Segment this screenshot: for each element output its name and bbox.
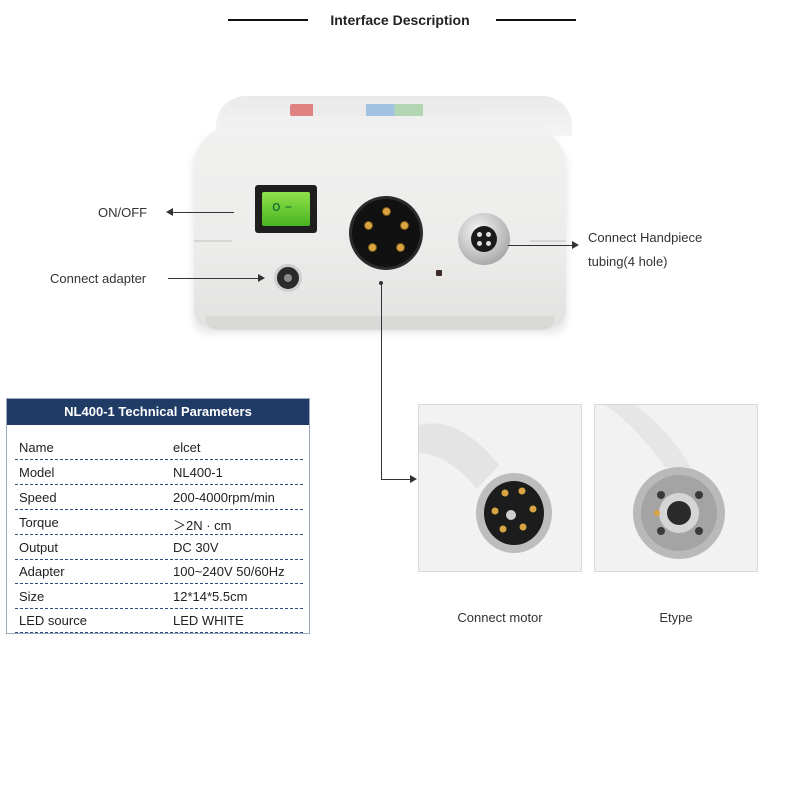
device-label-strip: [290, 104, 480, 116]
spec-table-header: NL400-1 Technical Parameters: [7, 399, 309, 425]
spec-key: Name: [19, 440, 54, 455]
table-row: Adapter 100~240V 50/60Hz: [15, 559, 303, 584]
callout-handpiece-line2: tubing(4 hole): [588, 254, 668, 269]
socket-pin: [368, 243, 377, 252]
table-row: LED source LED WHITE: [15, 608, 303, 633]
motor-connector-photo: [418, 404, 582, 572]
arrow-on-off: [166, 208, 173, 216]
table-row: Output DC 30V: [15, 535, 303, 560]
callout-line-on-off: [172, 212, 234, 213]
socket-pin: [364, 221, 373, 230]
socket-pin: [400, 221, 409, 230]
table-row: Model NL400-1: [15, 460, 303, 485]
device-seam-right: [530, 240, 566, 242]
spec-table-title: NL400-1 Technical Parameters: [64, 404, 252, 419]
indicator-led: [436, 270, 442, 276]
power-symbol: o –: [272, 199, 293, 215]
spec-value: 200-4000rpm/min: [173, 490, 275, 505]
handpiece-connector: [458, 213, 510, 265]
callout-line-motor-vertical: [381, 283, 382, 479]
spec-key: Size: [19, 589, 45, 604]
spec-key: Output: [19, 540, 59, 555]
page-title: Interface Description: [330, 12, 470, 28]
table-row: Speed 200-4000rpm/min: [15, 485, 303, 510]
callout-on-off: ON/OFF: [98, 205, 148, 220]
spec-key: Torque: [19, 515, 59, 530]
motor-connector-image: [419, 423, 552, 553]
adapter-jack: [274, 264, 302, 292]
motor-caption: Connect motor: [457, 610, 543, 625]
table-row: Name elcet: [15, 435, 303, 460]
spec-key: LED source: [19, 613, 87, 628]
callout-handpiece-line1: Connect Handpiece: [588, 230, 703, 245]
connector-hole: [486, 232, 491, 237]
arrow-motor: [410, 475, 417, 483]
arrow-handpiece: [572, 241, 579, 249]
spec-value: ＞2N · cm: [173, 518, 232, 533]
etype-caption: Etype: [659, 610, 693, 625]
handpiece-connector-core: [471, 226, 497, 252]
socket-pin: [382, 207, 391, 216]
callout-line-handpiece: [508, 245, 574, 246]
callout-line-adapter: [168, 278, 260, 279]
table-row: Torque ＞2N · cm: [15, 510, 303, 535]
power-switch[interactable]: o –: [255, 185, 317, 233]
spec-key: Speed: [19, 490, 57, 505]
etype-connector-image: [605, 405, 725, 559]
motor-socket: [352, 199, 420, 267]
spec-key: Model: [19, 465, 55, 480]
spec-value: NL400-1: [173, 465, 223, 480]
connector-hole: [486, 241, 491, 246]
spec-value: 100~240V 50/60Hz: [173, 564, 285, 579]
spec-key: Adapter: [19, 564, 65, 579]
table-row: Size 12*14*5.5cm: [15, 584, 303, 609]
arrow-adapter: [258, 274, 265, 282]
callout-line-motor-horizontal: [381, 479, 411, 480]
socket-pin: [396, 243, 405, 252]
spec-value: elcet: [173, 440, 201, 455]
spec-value: LED WHITE: [173, 613, 244, 628]
etype-connector-photo: [594, 404, 758, 572]
spec-value: DC 30V: [173, 540, 219, 555]
connector-hole: [477, 241, 482, 246]
device-seam-left: [194, 240, 232, 242]
header-line-left: [228, 19, 308, 21]
callout-adapter: Connect adapter: [50, 271, 147, 286]
connector-hole: [477, 232, 482, 237]
device-base: [205, 316, 555, 330]
header-line-right: [496, 19, 576, 21]
spec-value: 12*14*5.5cm: [173, 589, 248, 604]
power-switch-rocker[interactable]: o –: [262, 192, 310, 226]
adapter-jack-pin: [284, 274, 292, 282]
spec-table: NL400-1 Technical Parameters Name elcet M…: [6, 398, 310, 634]
